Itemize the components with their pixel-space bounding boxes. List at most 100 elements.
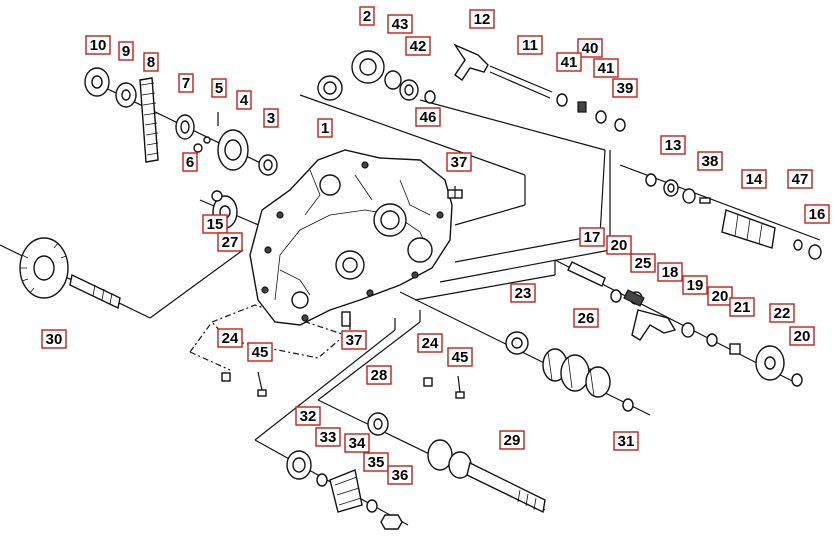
callout-c45a: 45 (247, 342, 273, 362)
callout-number: 45 (452, 349, 469, 366)
callout-number: 34 (349, 435, 366, 452)
callout-number: 32 (300, 408, 317, 425)
callout-number: 20 (794, 328, 811, 345)
callout-box (499, 430, 525, 450)
callout-box (182, 152, 198, 172)
callout-c37b: 37 (341, 330, 367, 350)
drive-chain-group (84, 67, 278, 176)
callout-box (606, 235, 632, 255)
callout-box (118, 41, 134, 61)
callout-box (556, 52, 582, 72)
callout-c40: 40 (577, 38, 603, 58)
callout-number: 1 (321, 120, 329, 137)
callout-c19: 19 (682, 275, 708, 295)
callout-box (41, 329, 67, 349)
callout-number: 31 (618, 433, 635, 450)
callout-c41a: 41 (556, 52, 582, 72)
callout-box (697, 151, 723, 171)
callout-number: 47 (792, 171, 809, 188)
callout-box (387, 465, 413, 485)
callout-c11: 11 (517, 35, 543, 55)
callout-number: 40 (582, 40, 599, 57)
callout-c24a: 24 (217, 328, 243, 348)
callout-box (769, 303, 795, 323)
callout-c29: 29 (499, 430, 525, 450)
callout-number: 20 (611, 237, 628, 254)
callout-number: 3 (267, 110, 275, 127)
callout-c15: 15 (202, 214, 228, 234)
callout-c41b: 41 (593, 58, 619, 78)
output-gear-group (19, 190, 238, 310)
callout-c6: 6 (182, 152, 198, 172)
callout-c24b: 24 (417, 333, 443, 353)
callout-number: 42 (410, 38, 427, 55)
callout-box (344, 433, 370, 453)
callout-c27: 27 (217, 232, 243, 252)
callout-box (577, 38, 603, 58)
callout-box (387, 14, 413, 34)
top-bearing-group (317, 50, 436, 104)
callout-number: 14 (746, 171, 763, 188)
callout-number: 23 (515, 285, 532, 302)
callout-c2: 2 (359, 6, 375, 26)
callout-number: 20 (712, 288, 729, 305)
callout-c10: 10 (85, 35, 111, 55)
callout-box (573, 308, 599, 328)
callout-number: 11 (522, 37, 538, 54)
callout-box (446, 152, 472, 172)
callout-box (317, 118, 333, 138)
callout-c30: 30 (41, 329, 67, 349)
callout-number: 21 (734, 299, 751, 316)
callout-box (630, 253, 656, 273)
callout-c8: 8 (143, 52, 159, 72)
middle-shaft-group (567, 261, 803, 387)
callout-c5: 5 (211, 78, 227, 98)
callout-box (341, 330, 367, 350)
callout-box (469, 9, 495, 29)
callout-c22: 22 (769, 303, 795, 323)
callout-c47: 47 (787, 169, 813, 189)
callout-box (517, 35, 543, 55)
callout-box (211, 78, 227, 98)
callout-box (415, 107, 441, 127)
callout-number: 2 (363, 8, 371, 25)
callout-c21: 21 (729, 297, 755, 317)
callout-c36: 36 (387, 465, 413, 485)
callout-c9: 9 (118, 41, 134, 61)
callout-number: 22 (774, 305, 791, 322)
callout-c13: 13 (660, 135, 686, 155)
callout-number: 33 (320, 429, 337, 446)
bolt-group (221, 186, 465, 399)
transmission-case (249, 149, 463, 327)
callout-number: 41 (598, 60, 615, 77)
callout-number: 7 (182, 75, 190, 92)
callout-box (202, 214, 228, 234)
cluster-gear-group (505, 331, 634, 412)
callout-box (593, 58, 619, 78)
callout-c43: 43 (387, 14, 413, 34)
callout-box (789, 326, 815, 346)
callout-c23: 23 (510, 283, 536, 303)
callout-c31: 31 (613, 431, 639, 451)
callout-box (315, 427, 341, 447)
callout-c37a: 37 (446, 152, 472, 172)
callout-box (363, 452, 389, 472)
callout-c25: 25 (630, 253, 656, 273)
callout-box (263, 108, 279, 128)
callout-number: 29 (504, 432, 521, 449)
callout-c32: 32 (295, 406, 321, 426)
callout-box (741, 169, 767, 189)
callout-box (729, 297, 755, 317)
callout-number: 27 (222, 234, 239, 251)
callout-c35: 35 (363, 452, 389, 472)
callout-number: 24 (222, 330, 239, 347)
callout-c26: 26 (573, 308, 599, 328)
callout-c20a: 20 (606, 235, 632, 255)
callout-c1: 1 (317, 118, 333, 138)
callout-c3: 3 (263, 108, 279, 128)
callout-number: 18 (662, 264, 679, 281)
callout-number: 46 (420, 109, 437, 126)
callout-number: 35 (368, 454, 385, 471)
